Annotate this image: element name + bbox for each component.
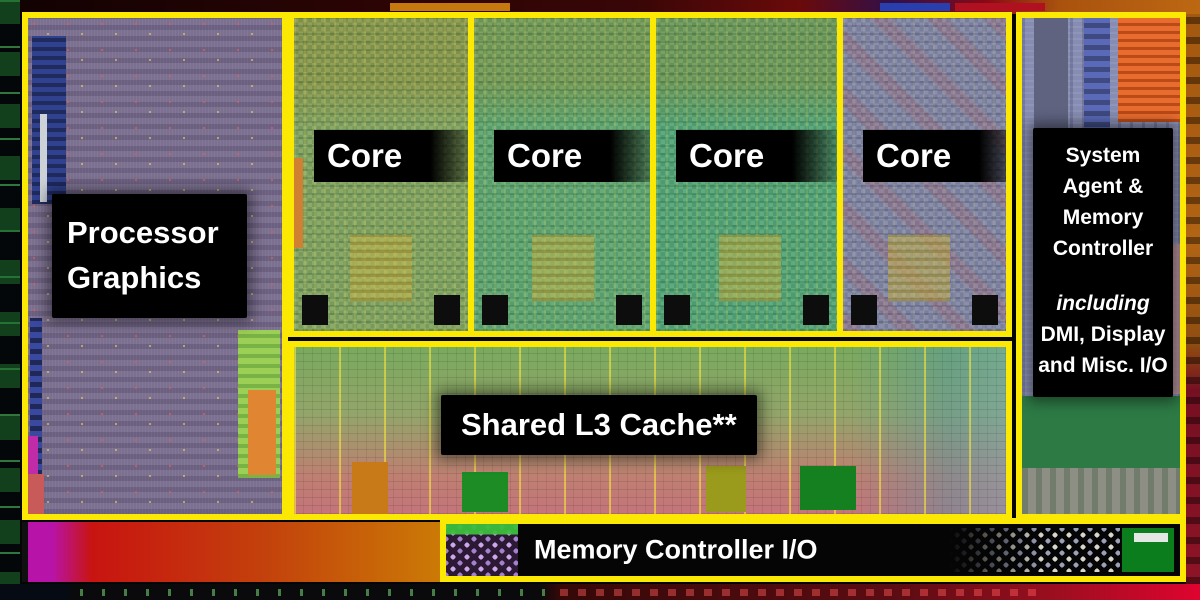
die-texture-block bbox=[390, 3, 510, 11]
die-texture-block bbox=[1084, 18, 1110, 138]
region-memory-controller-io: Memory Controller I/O bbox=[440, 518, 1186, 582]
processor-graphics-label-line1: Processor bbox=[67, 215, 219, 250]
die-texture-block bbox=[560, 589, 1040, 596]
die-texture-block bbox=[434, 295, 460, 325]
core-1-texture: Core bbox=[294, 18, 468, 331]
memory-io-label: Memory Controller I/O bbox=[534, 534, 818, 565]
system-agent-texture: System Agent & Memory Controller includi… bbox=[1022, 18, 1180, 514]
die-texture-block bbox=[482, 295, 508, 325]
die-edge-bottom bbox=[0, 584, 1200, 600]
die-texture-block bbox=[40, 114, 47, 202]
system-agent-title-line2: Agent & bbox=[1062, 175, 1144, 198]
die-texture-block bbox=[888, 235, 950, 301]
die-texture-block bbox=[1134, 533, 1168, 542]
processor-graphics-texture: Processor Graphics bbox=[28, 18, 282, 514]
die-edge-top bbox=[20, 0, 1200, 14]
system-agent-title-line3: Memory bbox=[1062, 206, 1144, 229]
die-texture-block bbox=[616, 295, 642, 325]
core-2-label: Core bbox=[494, 130, 650, 182]
core-3-label: Core bbox=[676, 130, 837, 182]
region-core-4: Core bbox=[837, 12, 1012, 337]
region-processor-graphics: Processor Graphics bbox=[22, 12, 288, 520]
region-shared-l3-cache: Shared L3 Cache** bbox=[288, 341, 1012, 520]
die-texture-block bbox=[80, 589, 550, 596]
region-core-1: Core bbox=[288, 12, 474, 337]
die-texture-block bbox=[462, 472, 508, 512]
system-agent-note-lead: including bbox=[1056, 292, 1150, 315]
die-edge-left bbox=[0, 0, 20, 600]
die-texture-block bbox=[880, 3, 950, 11]
processor-graphics-label-line2: Graphics bbox=[67, 260, 202, 295]
die-edge-right bbox=[1186, 14, 1200, 584]
die-texture-block bbox=[706, 466, 746, 512]
system-agent-note-line1: DMI, Display bbox=[1040, 323, 1166, 346]
die-texture-block bbox=[302, 295, 328, 325]
die-texture-block bbox=[1022, 396, 1180, 468]
die-texture-block bbox=[800, 466, 856, 510]
die-texture-block bbox=[719, 235, 781, 301]
region-core-2: Core bbox=[468, 12, 656, 337]
region-core-3: Core bbox=[650, 12, 843, 337]
die-texture-block bbox=[446, 524, 518, 576]
die-texture-block bbox=[32, 36, 66, 204]
die-texture-block bbox=[664, 295, 690, 325]
l3-cache-label: Shared L3 Cache** bbox=[441, 395, 757, 455]
die-texture-block bbox=[1022, 468, 1180, 514]
system-agent-label: System Agent & Memory Controller includi… bbox=[1033, 128, 1173, 397]
die-texture-block bbox=[955, 3, 1045, 11]
die-texture-block bbox=[950, 528, 1120, 572]
core-2-texture: Core bbox=[474, 18, 650, 331]
core-1-label: Core bbox=[314, 130, 468, 182]
l3-cache-texture: Shared L3 Cache** bbox=[294, 347, 1006, 514]
system-agent-note-line2: and Misc. I/O bbox=[1038, 354, 1168, 377]
die-texture-block bbox=[1122, 528, 1174, 572]
die-texture-block bbox=[350, 235, 412, 301]
system-agent-title-line4: Controller bbox=[1052, 237, 1154, 260]
system-agent-title-line1: System bbox=[1065, 144, 1141, 167]
die-texture-block bbox=[972, 295, 998, 325]
die-bottom-gradient bbox=[22, 522, 440, 582]
die-texture-block bbox=[532, 235, 594, 301]
system-agent-label-spacer bbox=[1035, 264, 1171, 288]
memory-io-texture: Memory Controller I/O bbox=[446, 524, 1180, 576]
die-texture-block bbox=[352, 462, 388, 514]
die-texture-block bbox=[851, 295, 877, 325]
die-texture-block bbox=[248, 390, 276, 475]
core-3-texture: Core bbox=[656, 18, 837, 331]
core-4-label: Core bbox=[863, 130, 1006, 182]
region-system-agent: System Agent & Memory Controller includi… bbox=[1016, 12, 1186, 520]
die-texture-block bbox=[1118, 18, 1180, 122]
die-texture-block bbox=[28, 474, 44, 514]
die-texture-block bbox=[294, 158, 303, 248]
processor-graphics-label: Processor Graphics bbox=[52, 194, 247, 318]
die-texture-block bbox=[803, 295, 829, 325]
die-texture-block bbox=[28, 436, 38, 502]
core-4-texture: Core bbox=[843, 18, 1006, 331]
